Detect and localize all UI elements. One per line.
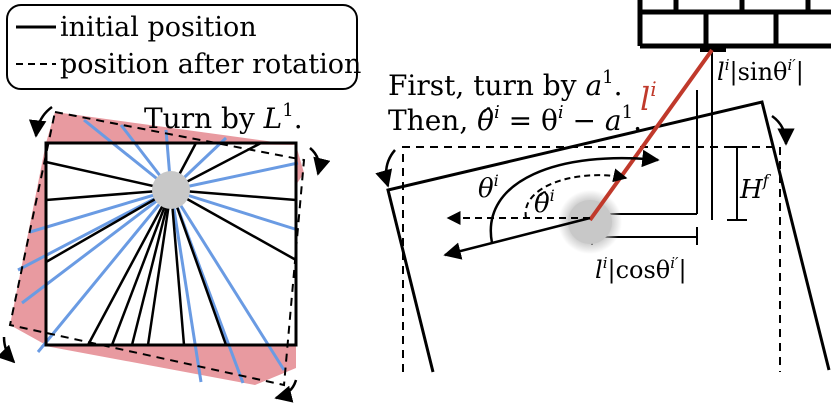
legend-box: initial position position after rotation [6, 4, 361, 90]
sin-label: li|sinθi′| [717, 56, 804, 87]
cable-label: li [640, 77, 657, 118]
legend-solid-label: initial position [60, 12, 257, 43]
height-label: Hf [739, 171, 772, 205]
right-center-circle-core [568, 200, 612, 244]
theta-hat-label: θ̂i [534, 186, 555, 219]
left-panel: Turn by L1. [0, 100, 331, 403]
cos-label: li|cosθi′| [595, 254, 687, 285]
rotation-arrow-right-top [771, 114, 795, 146]
rotation-arrow-bottom-right [274, 379, 298, 403]
theta-label: θi [478, 171, 499, 204]
blue-cables [17, 118, 299, 384]
cable-anchor [700, 44, 726, 52]
rotated-box-solid [386, 100, 831, 373]
rotation-arrow-right [309, 147, 331, 176]
theta-hat-arc [524, 168, 628, 219]
initial-box-dashed [402, 146, 781, 372]
rotated-square [8, 110, 306, 387]
red-cable [588, 48, 714, 222]
right-panel: First, turn by a1. Then, θ̂i = θi − a1. … [375, 0, 831, 373]
left-center-circle [152, 171, 190, 209]
rotation-arrow-left [375, 149, 396, 188]
turn-by-label: Turn by L1. [144, 100, 303, 135]
black-cables [45, 141, 297, 346]
first-turn-label: First, turn by a1. [388, 67, 623, 102]
theta-arc [489, 149, 660, 244]
brick-ceiling [637, 0, 831, 49]
height-bracket [727, 146, 747, 221]
pink-region-top-left [46, 112, 296, 145]
rotation-arrow-bottom-left [0, 336, 16, 364]
legend-dashed-label: position after rotation [60, 49, 361, 80]
rotation-arrow-top-left [28, 105, 53, 138]
then-formula-label: Then, θ̂i = θi − a1. [388, 102, 642, 137]
solid-left-arrow [443, 216, 591, 260]
